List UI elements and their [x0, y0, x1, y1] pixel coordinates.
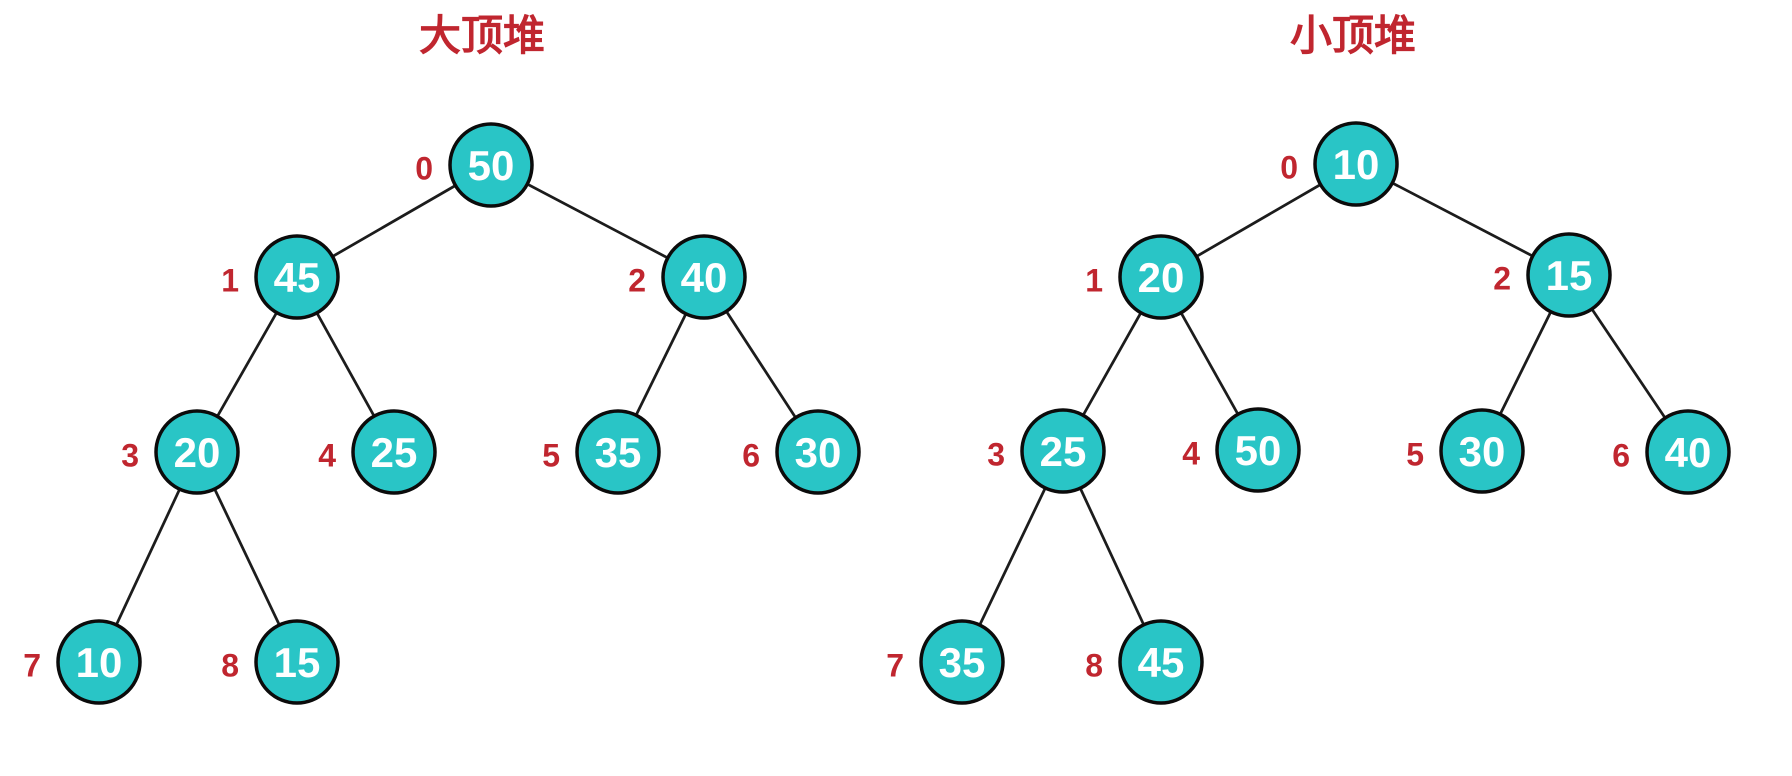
heap-node: 35 5 [542, 409, 661, 495]
heap-node-index-label: 7 [886, 648, 904, 684]
heap-node-index-label: 5 [542, 438, 560, 474]
heap-node-value: 10 [76, 639, 123, 686]
heap-node-index-label: 3 [121, 438, 139, 474]
heap-node-value: 15 [274, 639, 321, 686]
heap-node-value: 40 [1665, 429, 1712, 476]
heap-node-value: 40 [681, 254, 728, 301]
heap-node: 25 3 [987, 408, 1106, 494]
heap-node-circle [1526, 232, 1612, 318]
heap-node: 45 1 [221, 234, 340, 320]
heap-node-value: 30 [1459, 428, 1506, 475]
heap-node-index-label: 8 [221, 648, 239, 684]
tree-title-max-heap: 大顶堆 [419, 12, 545, 59]
heap-node-index-label: 4 [318, 438, 336, 474]
heap-node-value: 45 [1138, 639, 1185, 686]
heap-node: 20 1 [1085, 234, 1204, 320]
heap-node-circle [351, 409, 437, 495]
heap-node: 15 8 [221, 619, 340, 705]
heap-node-index-label: 6 [742, 438, 760, 474]
heap-node-value: 15 [1546, 252, 1593, 299]
heap-node-value: 25 [371, 429, 418, 476]
tree-max-heap: 50 0 45 1 40 2 20 3 25 4 35 5 30 6 10 7 15 8 [23, 122, 861, 705]
heap-node: 10 7 [23, 619, 142, 705]
heap-node: 30 6 [742, 409, 861, 495]
heap-node-index-label: 2 [628, 263, 646, 299]
heap-node-value: 20 [174, 429, 221, 476]
heap-node-circle [1313, 121, 1399, 207]
heap-node: 50 0 [415, 122, 534, 208]
heap-node-circle [1645, 409, 1731, 495]
heap-node: 25 4 [318, 409, 437, 495]
heap-node-circle [154, 409, 240, 495]
heap-node: 30 5 [1406, 408, 1525, 494]
heap-node-value: 10 [1333, 141, 1380, 188]
heap-node-value: 25 [1040, 428, 1087, 475]
heap-node-index-label: 4 [1182, 436, 1200, 472]
heap-node: 20 3 [121, 409, 240, 495]
heap-node-circle [1118, 234, 1204, 320]
heap-node-circle [56, 619, 142, 705]
heap-node-circle [1020, 408, 1106, 494]
heap-node: 40 2 [628, 234, 747, 320]
tree-title-min-heap: 小顶堆 [1290, 12, 1416, 59]
heap-node: 40 6 [1612, 409, 1731, 495]
heap-node-index-label: 0 [1280, 150, 1298, 186]
heap-node-circle [1215, 407, 1301, 493]
heap-node-index-label: 7 [23, 648, 41, 684]
heap-node-value: 35 [939, 639, 986, 686]
heap-node-value: 50 [468, 142, 515, 189]
heap-node: 10 0 [1280, 121, 1399, 207]
heap-node-index-label: 6 [1612, 438, 1630, 474]
heap-node-circle [254, 234, 340, 320]
heap-node-index-label: 8 [1085, 648, 1103, 684]
heap-node-index-label: 0 [415, 151, 433, 187]
heap-node-index-label: 2 [1493, 261, 1511, 297]
tree-min-heap: 10 0 20 1 15 2 25 3 50 4 30 5 40 6 35 7 45 8 [886, 121, 1731, 705]
heap-node-index-label: 1 [1085, 263, 1103, 299]
heap-node: 35 7 [886, 619, 1005, 705]
heap-node-circle [575, 409, 661, 495]
heap-node-circle [919, 619, 1005, 705]
heap-node-value: 20 [1138, 254, 1185, 301]
heap-node-circle [448, 122, 534, 208]
heap-node-index-label: 3 [987, 437, 1005, 473]
heap-node-circle [254, 619, 340, 705]
heap-node-circle [775, 409, 861, 495]
heap-node-circle [661, 234, 747, 320]
heap-node-index-label: 5 [1406, 437, 1424, 473]
heap-node-circle [1439, 408, 1525, 494]
heap-node-value: 35 [595, 429, 642, 476]
heap-node-value: 30 [795, 429, 842, 476]
heap-node-circle [1118, 619, 1204, 705]
heap-node-index-label: 1 [221, 263, 239, 299]
heap-node-value: 45 [274, 254, 321, 301]
heap-node: 15 2 [1493, 232, 1612, 318]
heap-node-value: 50 [1235, 427, 1282, 474]
heap-node: 45 8 [1085, 619, 1204, 705]
heap-node: 50 4 [1182, 407, 1301, 493]
